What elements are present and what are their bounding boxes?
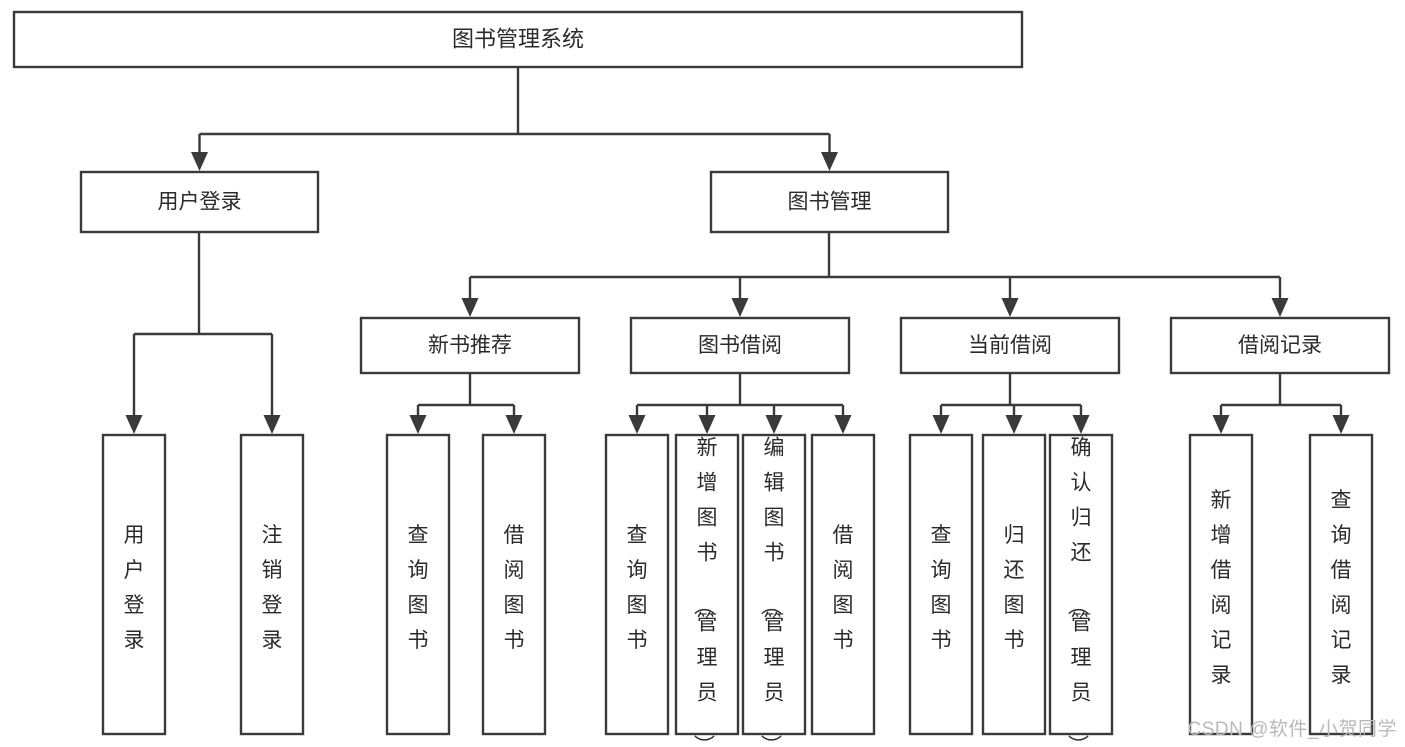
node-label-用户登录: 用户登录 [158,191,242,214]
node-leaf-4[interactable]: 查询图书 [604,433,670,736]
arrow-head-icon [125,415,143,434]
node-box-查询图书[interactable] [604,433,670,736]
node-box-借阅图书[interactable] [481,433,547,736]
arrow-head-icon [191,152,208,171]
arrow-head-icon [461,298,479,317]
node-label-当前借阅: 当前借阅 [968,334,1052,357]
node-root-0[interactable]: 图书管理系统 [12,10,1024,69]
node-label-图书借阅: 图书借阅 [698,334,782,357]
node-leaf-10[interactable]: 确认归还（管理员） [1048,433,1114,747]
arrow-head-icon [731,298,749,317]
node-level2-0[interactable]: 用户登录 [79,170,320,234]
node-leaf-9[interactable]: 归还图书 [981,433,1047,736]
node-box-查询图书[interactable] [908,433,974,736]
node-level3-1[interactable]: 图书借阅 [629,316,851,375]
node-box-图书管理[interactable] [709,170,950,234]
node-leaf-7[interactable]: 借阅图书 [810,433,876,736]
arrow-head-icon [821,152,838,171]
node-leaf-6[interactable]: 编辑图书（管理员） [741,433,807,747]
arrow-head-icon [765,415,783,434]
node-box-注销登录[interactable] [239,433,305,736]
node-leaf-11[interactable]: 新增借阅记录 [1188,433,1254,736]
node-label-查询图书: 查询图书 [627,524,648,652]
arrow-head-icon [1072,415,1090,434]
node-box-借阅记录[interactable] [1169,316,1391,375]
node-box-新增借阅记录[interactable] [1188,433,1254,736]
watermark-label: CSDN @软件_小贺同学 [1187,719,1397,740]
node-leaf-8[interactable]: 查询图书 [908,433,974,736]
node-box-编辑图书管理员[interactable] [741,433,807,736]
node-level2-1[interactable]: 图书管理 [709,170,950,234]
arrow-head-icon [1001,298,1019,317]
node-box-新增图书管理员[interactable] [674,433,740,736]
node-label-新书推荐: 新书推荐 [428,334,512,357]
node-label-借阅记录: 借阅记录 [1238,334,1322,357]
node-label-注销登录: 注销登录 [262,524,283,652]
node-level3-0[interactable]: 新书推荐 [359,316,581,375]
node-label-查询借阅记录: 查询借阅记录 [1331,489,1352,687]
node-label-借阅图书: 借阅图书 [504,524,525,652]
node-label-新增图书管理员: 新增图书（管理员） [692,436,718,747]
arrow-head-icon [409,415,427,434]
node-leaf-1[interactable]: 注销登录 [239,433,305,736]
node-layer: 图书管理系统用户登录图书管理新书推荐图书借阅当前借阅借阅记录用户登录注销登录查询… [12,10,1391,747]
node-level3-3[interactable]: 借阅记录 [1169,316,1391,375]
node-box-查询图书[interactable] [385,433,451,736]
node-box-图书借阅[interactable] [629,316,851,375]
node-box-当前借阅[interactable] [899,316,1121,375]
node-leaf-5[interactable]: 新增图书（管理员） [674,433,740,747]
node-leaf-0[interactable]: 用户登录 [101,433,167,736]
node-label-编辑图书管理员: 编辑图书（管理员） [759,436,785,747]
arrow-head-icon [628,415,646,434]
node-leaf-2[interactable]: 查询图书 [385,433,451,736]
arrow-head-icon [698,415,716,434]
node-label-归还图书: 归还图书 [1004,524,1025,652]
arrow-head-icon [834,415,852,434]
node-box-借阅图书[interactable] [810,433,876,736]
node-label-新增借阅记录: 新增借阅记录 [1211,489,1232,687]
arrow-head-icon [505,415,523,434]
node-box-确认归还管理员[interactable] [1048,433,1114,736]
arrow-head-icon [1332,415,1350,434]
arrow-head-icon [263,415,281,434]
node-label-用户登录: 用户登录 [124,524,145,652]
arrow-head-icon [932,415,950,434]
node-box-查询借阅记录[interactable] [1308,433,1374,736]
node-label-借阅图书: 借阅图书 [833,524,854,652]
node-level3-2[interactable]: 当前借阅 [899,316,1121,375]
connector-layer [125,67,1350,434]
node-label-确认归还管理员: 确认归还（管理员） [1066,436,1092,747]
node-label-查询图书: 查询图书 [931,524,952,652]
node-label-图书管理: 图书管理 [788,191,872,214]
node-box-用户登录[interactable] [101,433,167,736]
arrow-head-icon [1005,415,1023,434]
node-leaf-3[interactable]: 借阅图书 [481,433,547,736]
arrow-head-icon [1212,415,1230,434]
node-box-图书管理系统[interactable] [12,10,1024,69]
node-label-查询图书: 查询图书 [408,524,429,652]
arrow-head-icon [1271,298,1289,317]
node-label-图书管理系统: 图书管理系统 [452,26,584,51]
node-box-新书推荐[interactable] [359,316,581,375]
node-leaf-12[interactable]: 查询借阅记录 [1308,433,1374,736]
node-box-归还图书[interactable] [981,433,1047,736]
node-box-用户登录[interactable] [79,170,320,234]
